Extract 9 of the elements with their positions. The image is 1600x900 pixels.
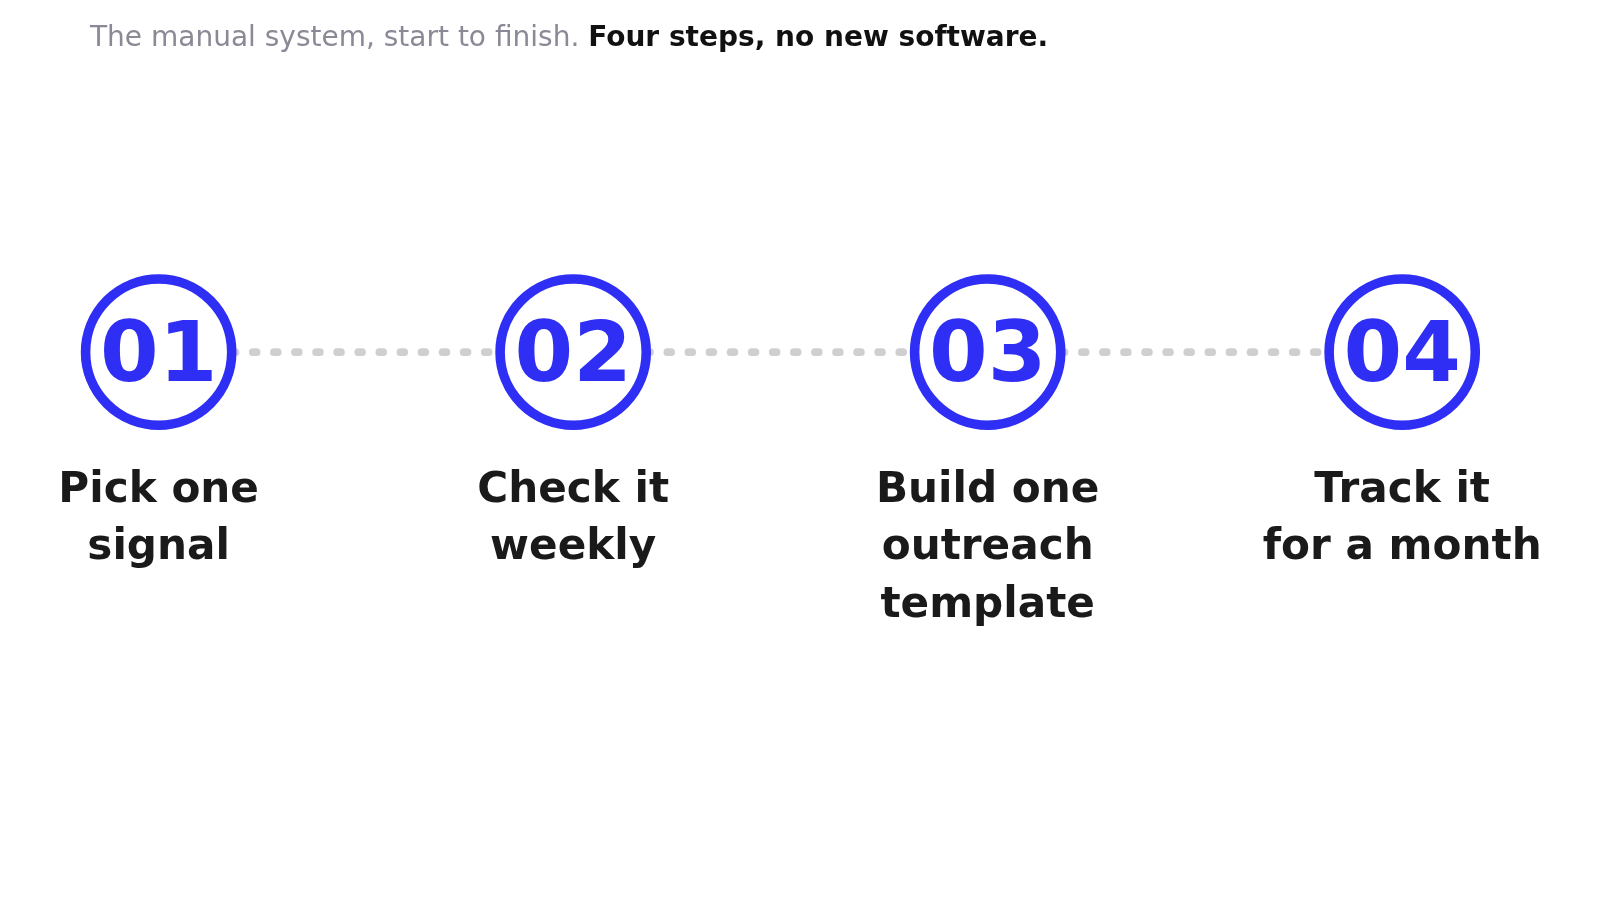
step-number: 03 bbox=[929, 302, 1047, 401]
step-caption: Check it weekly bbox=[477, 462, 670, 570]
step-caption: Build one outreach template bbox=[875, 462, 1100, 627]
diagram-title: The manual system, start to finish. Four steps, no new software. bbox=[90, 20, 1050, 53]
step-number: 01 bbox=[99, 302, 218, 401]
step-number: 04 bbox=[1343, 302, 1461, 401]
step-number: 02 bbox=[514, 302, 632, 401]
step-caption: Track it for a month bbox=[1262, 462, 1542, 570]
step-caption: Pick one signal bbox=[58, 462, 259, 570]
